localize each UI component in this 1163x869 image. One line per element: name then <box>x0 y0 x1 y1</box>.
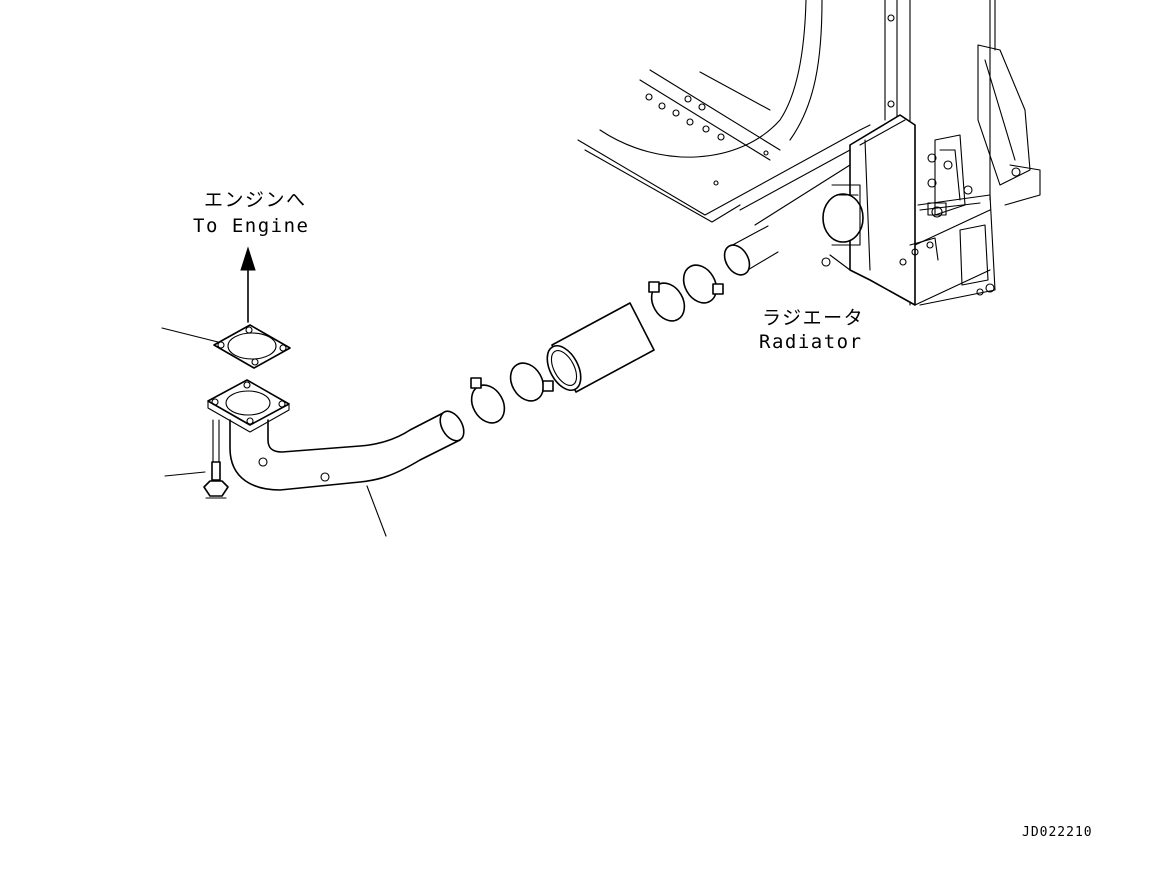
radiator-assembly <box>577 0 1041 306</box>
drawing-code: JD022210 <box>1022 825 1093 840</box>
to-engine-arrow <box>240 246 256 323</box>
engine-label-en: To Engine <box>193 215 309 237</box>
hose-clamp <box>470 264 724 424</box>
radiator-outlet-pipe <box>723 225 779 276</box>
leader-lines <box>161 327 387 537</box>
radiator-label-jp: ラジエータ <box>762 307 864 329</box>
rubber-hose <box>546 302 655 393</box>
radiator-label-en: Radiator <box>759 331 863 353</box>
gasket <box>213 324 291 369</box>
engine-tube <box>207 379 465 491</box>
bolt <box>203 419 229 499</box>
engine-label-jp: エンジンへ <box>204 189 307 211</box>
shroud-bolts <box>645 93 769 186</box>
